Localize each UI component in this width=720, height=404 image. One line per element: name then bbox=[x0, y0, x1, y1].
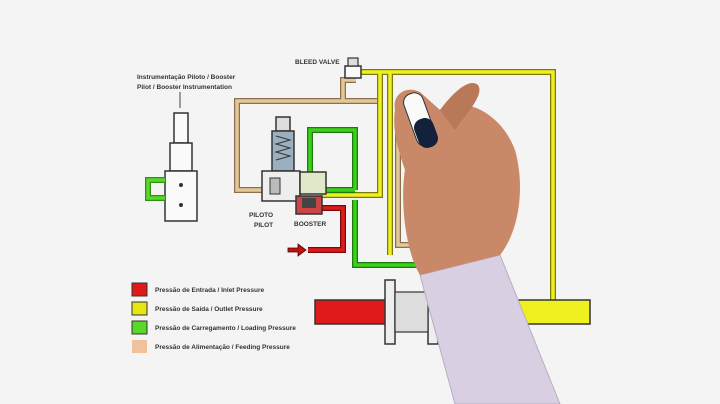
legend-label-inlet: Pressão de Entrada / Inlet Pressure bbox=[155, 287, 264, 294]
instrumentation-label-en: Pilot / Booster Instrumentation bbox=[137, 84, 232, 91]
inlet-pressure-line bbox=[308, 205, 346, 253]
legend-label-outlet: Pressão de Saída / Outlet Pressure bbox=[155, 306, 263, 313]
pilot-label-pt: PILOTO bbox=[249, 212, 273, 219]
outlet-pressure-line bbox=[320, 69, 556, 312]
booster-valve bbox=[295, 171, 327, 215]
legend-label-feeding: Pressão de Alimentação / Feeding Pressur… bbox=[155, 344, 290, 351]
pilot-label-en: PILOT bbox=[254, 222, 273, 229]
pilot-valve bbox=[261, 116, 301, 202]
hand-with-marker bbox=[394, 82, 561, 404]
legend-swatch-loading bbox=[131, 320, 148, 335]
feeding-pressure-line bbox=[234, 77, 420, 248]
instrumentation-label-pt: Instrumentação Piloto / Booster bbox=[137, 74, 236, 81]
booster-label: BOOSTER bbox=[294, 221, 326, 228]
legend-swatch-inlet bbox=[131, 282, 148, 297]
legend-label-loading: Pressão de Carregamento / Loading Pressu… bbox=[155, 325, 296, 332]
bleed-valve-label: BLEED VALVE bbox=[295, 59, 340, 66]
bleed-valve bbox=[344, 57, 362, 79]
legend-swatch-feeding bbox=[132, 340, 147, 353]
inlet-arrow-icon bbox=[287, 243, 307, 257]
legend-swatch-outlet bbox=[131, 301, 148, 316]
pilot-booster-instrument bbox=[145, 112, 198, 222]
legend: Pressão de Entrada / Inlet Pressure Pres… bbox=[131, 282, 296, 353]
